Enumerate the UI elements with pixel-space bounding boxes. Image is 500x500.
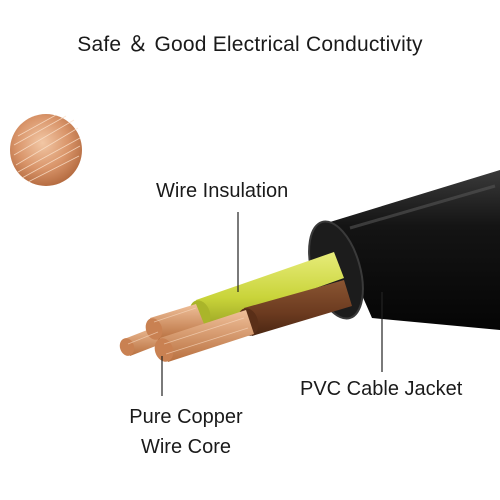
copper-core-label-line2: Wire Core bbox=[140, 436, 231, 458]
copper-strand-cross-section bbox=[10, 114, 82, 186]
copper-core-label: Pure Copper Wire Core bbox=[116, 402, 256, 462]
leader-lines bbox=[161, 212, 383, 396]
yellow-green-wire bbox=[145, 252, 344, 340]
brown-wire bbox=[154, 280, 352, 362]
wire-insulation-label: Wire Insulation bbox=[156, 180, 289, 202]
pvc-jacket-label: PVC Cable Jacket bbox=[300, 378, 463, 400]
copper-strand-texture bbox=[127, 307, 249, 355]
copper-core-label-line1: Pure Copper bbox=[129, 406, 243, 428]
diagram-title: Safe ＆ Good Electrical Conductivity bbox=[77, 33, 423, 56]
